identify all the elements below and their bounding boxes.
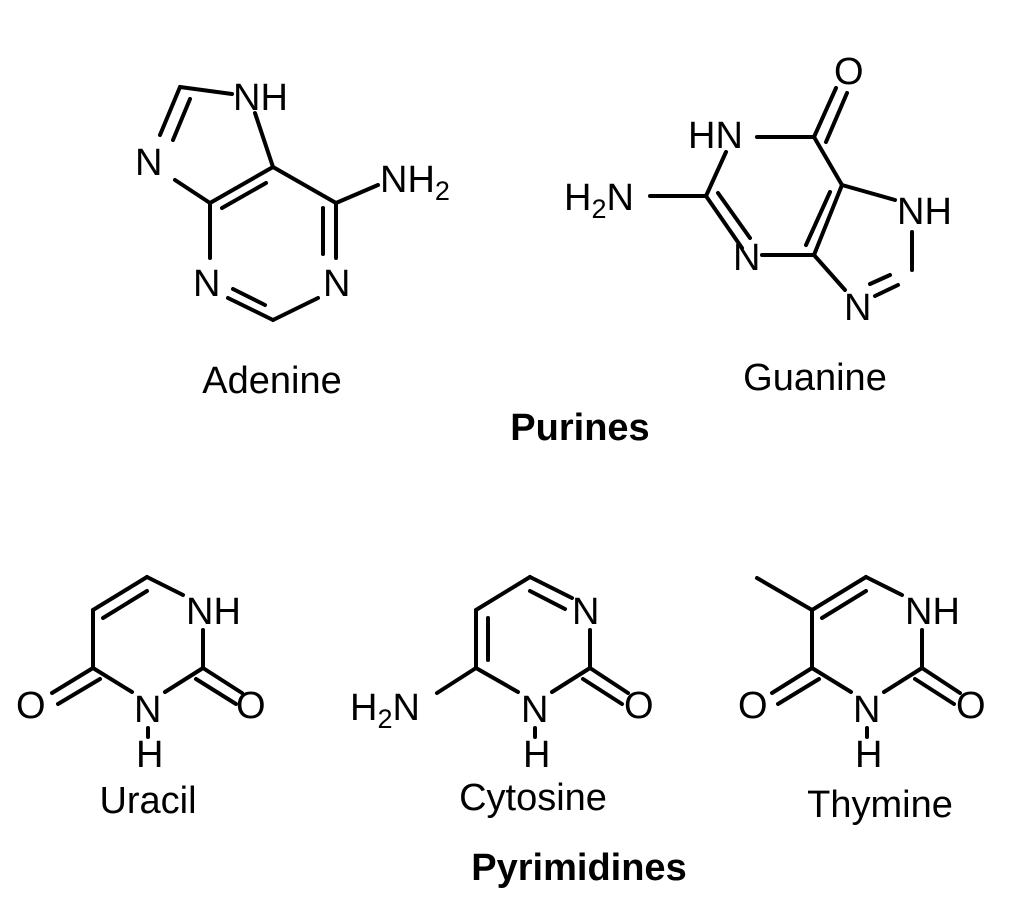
guanine-amine-h: H: [564, 177, 591, 219]
adenine-label: Adenine: [202, 360, 341, 402]
cytosine-atom-n1: N: [521, 689, 548, 731]
adenine-atom-n9h: NH: [233, 77, 288, 119]
cytosine-amine-h: H: [350, 687, 377, 729]
uracil-atom-n3: N: [134, 689, 161, 731]
uracil-structure: NH N H O O Uracil: [16, 575, 266, 822]
uracil-atom-o2: O: [236, 685, 266, 727]
guanine-atom-n7: N: [844, 287, 871, 329]
guanine-amine-group: H2N: [564, 177, 634, 224]
cytosine-bonds: [435, 575, 630, 739]
guanine-atom-n1h: HN: [688, 115, 743, 157]
guanine-label: Guanine: [743, 357, 887, 399]
guanine-amine-n: N: [606, 177, 633, 219]
uracil-atom-n1h: NH: [186, 591, 241, 633]
purines-heading: Purines: [510, 407, 649, 449]
cytosine-label: Cytosine: [459, 777, 607, 819]
cytosine-amine-group: H2N: [350, 687, 420, 734]
guanine-structure: O HN N NH N H2N Guanine: [564, 51, 952, 399]
thymine-atom-n3-hydrogen: H: [855, 734, 882, 776]
cytosine-amine-n: N: [392, 687, 419, 729]
uracil-atom-o4: O: [16, 685, 46, 727]
cytosine-atom-o2: O: [624, 685, 654, 727]
adenine-atom-n3: N: [193, 263, 220, 305]
uracil-bonds: [50, 575, 244, 739]
thymine-atom-n3: N: [853, 689, 880, 731]
adenine-amine-subscript: 2: [435, 176, 450, 206]
adenine-bonds: [158, 85, 380, 322]
cytosine-atom-n1-hydrogen: H: [523, 734, 550, 776]
guanine-atom-o6: O: [834, 51, 864, 93]
guanine-atom-n9h: NH: [897, 191, 952, 233]
uracil-atom-n3-hydrogen: H: [136, 734, 163, 776]
thymine-atom-o2: O: [956, 685, 986, 727]
adenine-atom-n7: N: [135, 142, 162, 184]
thymine-structure: NH N H O O Thymine: [738, 575, 986, 826]
adenine-amine-nh: NH: [380, 159, 435, 201]
adenine-structure: NH N N N NH2 Adenine: [135, 77, 450, 402]
thymine-atom-o4: O: [738, 685, 768, 727]
cytosine-atom-n3: N: [572, 591, 599, 633]
guanine-bonds: [648, 86, 914, 298]
adenine-atom-n1: N: [323, 263, 350, 305]
cytosine-structure: N N H O H2N Cytosine: [350, 575, 654, 819]
guanine-amine-subscript: 2: [591, 194, 606, 224]
thymine-atom-n1h: NH: [905, 591, 960, 633]
thymine-bonds: [755, 575, 962, 739]
adenine-amine-group: NH2: [380, 159, 450, 206]
guanine-atom-n3: N: [733, 237, 760, 279]
thymine-label: Thymine: [807, 784, 953, 826]
uracil-label: Uracil: [99, 780, 196, 822]
cytosine-amine-subscript: 2: [377, 704, 392, 734]
pyrimidines-heading: Pyrimidines: [471, 847, 686, 889]
